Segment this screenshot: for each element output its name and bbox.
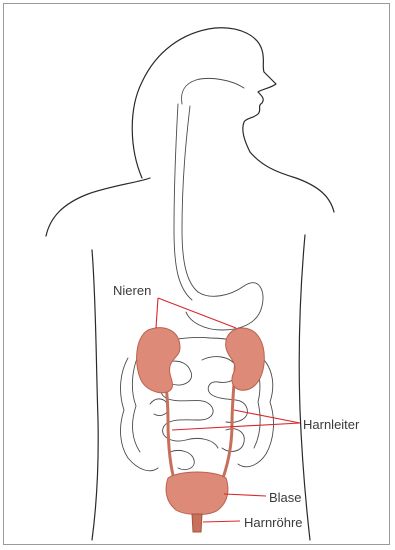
leader-harnroehre (203, 521, 240, 522)
urethra (192, 514, 202, 532)
label-harnroehre: Harnröhre (243, 515, 304, 530)
label-blase: Blase (268, 490, 303, 505)
left-kidney (137, 328, 180, 393)
leader-blase (224, 494, 266, 496)
leader-nieren-left (156, 298, 158, 328)
urinary-system (137, 328, 265, 532)
body-outline (46, 28, 334, 540)
leader-harnleiter-upper (234, 410, 300, 423)
label-nieren: Nieren (112, 283, 152, 298)
bladder (166, 472, 228, 515)
digestive-tract (121, 78, 274, 470)
label-harnleiter: Harnleiter (302, 417, 360, 432)
